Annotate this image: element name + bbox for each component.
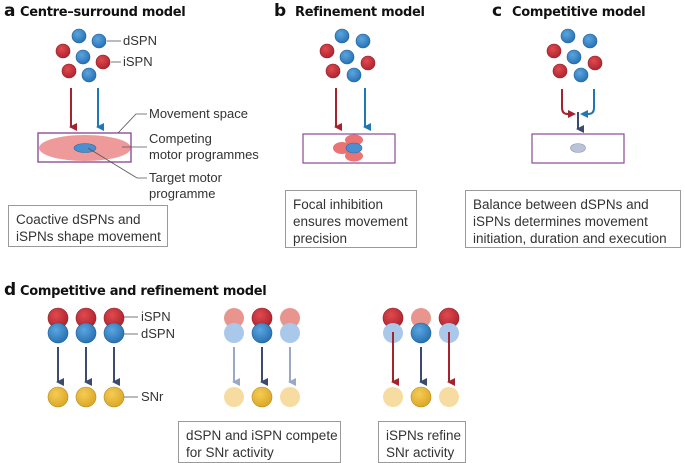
neuron-cluster (546, 28, 603, 83)
snr-neuron (75, 386, 97, 408)
neuron-cluster (319, 28, 376, 83)
target-motor-programme (570, 143, 586, 153)
column-group-refine (382, 307, 460, 408)
panel-c-letter: c (492, 1, 502, 21)
dspn-neuron (251, 322, 273, 344)
caption-line: Balance between dSPNs and (473, 197, 649, 212)
ispn-neuron (587, 55, 603, 71)
caption-line: iSPNs shape movement (16, 229, 161, 244)
panel-c-title: Competitive model (512, 5, 645, 20)
caption-line: dSPN and iSPN compete (186, 428, 338, 443)
label-competing-2: motor programmes (149, 147, 259, 162)
label-ispn: iSPN (123, 54, 153, 69)
dspn-neuron (582, 33, 598, 49)
label-dspn: dSPN (141, 326, 175, 341)
caption-line: SNr activity (386, 445, 455, 460)
caption-line: ensures movement (293, 214, 408, 229)
panel-b: b Refinement model (274, 1, 425, 164)
column-group-compete (224, 307, 300, 408)
movement-space-border (37, 132, 132, 163)
panel-a-title: Centre–surround model (20, 5, 185, 20)
panel-b-title: Refinement model (295, 5, 425, 20)
ispn-neuron (55, 43, 71, 59)
dspn-neuron (334, 28, 350, 44)
snr-neuron (251, 386, 273, 408)
snr-neuron (410, 386, 432, 408)
dspn-neuron (71, 28, 87, 44)
panel-a: a Centre–surround model dSPN iSPN Moveme… (4, 1, 259, 201)
panel-c: c Competitive model (492, 1, 646, 164)
dspn-arrow (580, 89, 595, 118)
caption-line: for SNr activity (186, 445, 274, 460)
target-motor-programme (345, 142, 363, 154)
panel-a-letter: a (4, 1, 15, 21)
ispn-arrow (561, 89, 576, 118)
ispn-neuron (360, 55, 376, 71)
caption-line: Focal inhibition (293, 197, 384, 212)
dspn-neuron (91, 33, 107, 49)
ispn-neuron (61, 63, 77, 79)
snr-neuron (103, 386, 125, 408)
dspn-neuron (103, 322, 125, 344)
caption-panel-d-refine: iSPNs refine SNr activity (378, 421, 466, 463)
caption-line: Coactive dSPNs and (16, 212, 141, 227)
label-dspn: dSPN (123, 33, 157, 48)
panel-b-letter: b (274, 1, 286, 21)
dspn-neuron (339, 49, 355, 65)
caption-panel-b: Focal inhibition ensures movement precis… (285, 190, 417, 248)
dspn-neuron (410, 322, 432, 344)
panel-d-title: Competitive and refinement model (20, 284, 266, 299)
label-ispn: iSPN (141, 309, 171, 324)
caption-panel-c: Balance between dSPNs and iSPNs determin… (465, 190, 681, 248)
panel-d: d Competitive and refinement model iSPN … (4, 280, 460, 408)
snr-neuron-faded (280, 387, 300, 407)
column-group-baseline: iSPN dSPN SNr (47, 307, 175, 408)
dspn-neuron (566, 49, 582, 65)
snr-neuron-faded (383, 387, 403, 407)
ispn-neuron (325, 63, 341, 79)
dspn-neuron (75, 322, 97, 344)
dspn-neuron-faded (280, 323, 300, 343)
ispn-neuron-faded (411, 308, 431, 328)
panel-d-letter: d (4, 280, 16, 300)
ispn-neuron-faded (280, 308, 300, 328)
ispn-neuron (319, 43, 335, 59)
dspn-neuron (560, 28, 576, 44)
label-snr: SNr (141, 389, 164, 404)
label-movement-space: Movement space (149, 106, 248, 121)
caption-line: iSPNs determines movement (473, 214, 648, 229)
dspn-neuron (355, 33, 371, 49)
label-target-2: programme (149, 186, 215, 201)
dspn-neuron (573, 67, 589, 83)
snr-neuron-faded (224, 387, 244, 407)
focal-inhibition-shape (333, 134, 363, 162)
ispn-neuron (552, 63, 568, 79)
ispn-neuron (546, 43, 562, 59)
caption-line: precision (293, 231, 348, 246)
caption-line: iSPNs refine (386, 428, 462, 443)
leader-line (87, 147, 147, 179)
dspn-neuron (47, 322, 69, 344)
snr-neuron (47, 386, 69, 408)
dspn-neuron-faded (224, 323, 244, 343)
label-competing-1: Competing (149, 131, 212, 146)
caption-panel-d-compete: dSPN and iSPN compete for SNr activity (178, 421, 341, 463)
ispn-neuron-faded (224, 308, 244, 328)
label-target-1: Target motor (149, 170, 223, 185)
caption-line: initiation, duration and execution (473, 231, 667, 246)
leader-line (117, 113, 147, 134)
ispn-neuron (95, 54, 111, 70)
neuron-cluster (55, 28, 111, 83)
snr-neuron-faded (439, 387, 459, 407)
dspn-neuron (81, 67, 97, 83)
target-motor-programme (73, 143, 97, 153)
dspn-neuron (75, 49, 91, 65)
caption-panel-a: Coactive dSPNs and iSPNs shape movement (8, 205, 168, 247)
dspn-neuron (346, 67, 362, 83)
